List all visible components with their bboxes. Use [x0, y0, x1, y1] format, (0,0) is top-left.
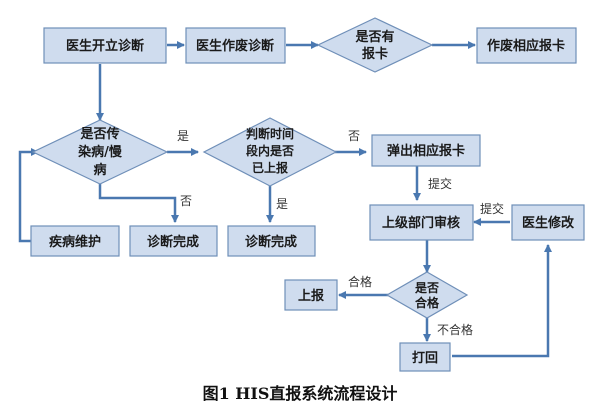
node-doctor-modify [511, 204, 585, 241]
label-diag-done-1: 诊断完成 [147, 234, 199, 250]
edge-label-submit-1: 提交 [428, 176, 452, 191]
node-return [399, 342, 451, 372]
flowchart: 医生开立诊断 医生作废诊断 是否有 报卡 作废相应报卡 是否传 染病/慢 病 判… [18, 17, 585, 372]
node-report [284, 279, 338, 311]
label-diag-done-2: 诊断完成 [245, 234, 297, 250]
edge-label-fail: 不合格 [437, 322, 473, 337]
node-infectious-decision [31, 119, 169, 185]
label-report: 上报 [298, 289, 325, 304]
node-popup-card [371, 134, 481, 167]
label-time-3: 已上报 [252, 160, 288, 175]
label-return: 打回 [412, 350, 438, 366]
edge-maint-loop [18, 148, 39, 243]
label-has-card-1: 是否有 [354, 29, 394, 45]
node-doctor-void [185, 27, 286, 64]
edge-label-pass: 合格 [348, 274, 372, 289]
edge-label-yes-infectious: 是 [177, 129, 189, 143]
node-superior-review [369, 204, 474, 241]
label-infectious-3: 病 [93, 162, 106, 178]
edge-label-no-infectious: 否 [180, 194, 192, 208]
label-doctor-void: 医生作废诊断 [196, 38, 274, 54]
label-void-card: 作废相应报卡 [487, 38, 565, 54]
edge-label-no-time: 否 [348, 129, 360, 143]
node-disease-maint [30, 225, 120, 257]
node-void-card [476, 27, 577, 64]
node-qualified-decision [385, 271, 469, 319]
figure-caption: 图1 HIS直报系统流程设计 [202, 384, 398, 403]
edge-label-submit-2: 提交 [480, 201, 504, 216]
node-doctor-diagnose [43, 27, 167, 64]
node-has-card-decision [316, 17, 434, 73]
label-superior-review: 上级部门审核 [382, 215, 460, 231]
label-popup-card: 弹出相应报卡 [387, 143, 465, 159]
label-disease-maint: 疾病维护 [49, 234, 101, 250]
label-infectious-1: 是否传 [79, 126, 119, 142]
edge-return-to-modify [452, 244, 552, 358]
node-diag-done-2 [227, 225, 316, 257]
edge-label-yes-time: 是 [276, 197, 288, 211]
edge-infectious-no [98, 183, 179, 223]
label-infectious-2: 染病/慢 [77, 144, 123, 160]
label-qualified-1: 是否 [414, 281, 439, 295]
label-doctor-modify: 医生修改 [522, 215, 575, 231]
node-diag-done-1 [129, 225, 218, 257]
node-time-check-decision [202, 117, 338, 187]
label-qualified-2: 合格 [415, 295, 440, 310]
label-has-card-2: 报卡 [362, 46, 388, 62]
label-time-2: 段内是否 [246, 143, 294, 158]
label-doctor-diagnose: 医生开立诊断 [66, 38, 144, 54]
label-time-1: 判断时间 [246, 126, 294, 141]
